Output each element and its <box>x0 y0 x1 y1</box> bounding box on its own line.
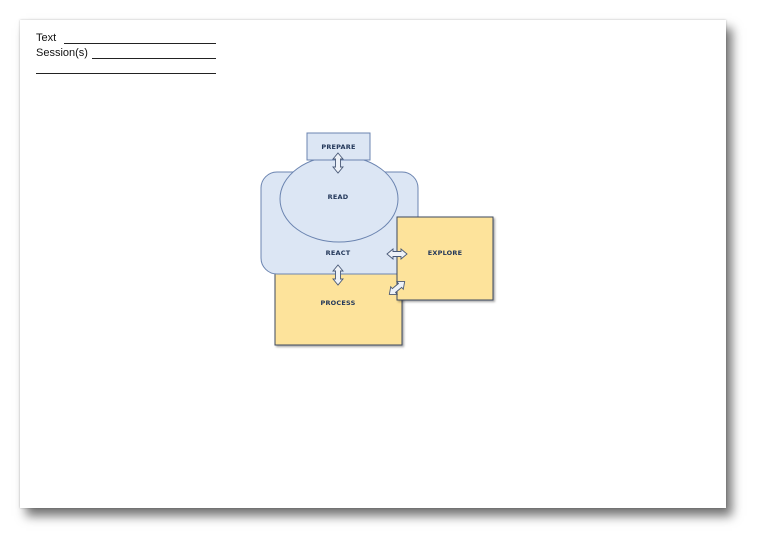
process-label: PROCESS <box>320 299 356 307</box>
text-field-label: Text <box>36 32 57 44</box>
prepare-label: PREPARE <box>321 143 356 151</box>
arrow-prepare-read <box>332 152 344 174</box>
text-field-line[interactable] <box>64 43 216 44</box>
arrow-react-process <box>332 264 344 286</box>
explore-label: EXPLORE <box>427 249 463 257</box>
explore-box <box>396 216 494 301</box>
session-field-label: Session(s) <box>36 47 88 59</box>
reading-process-diagram <box>260 132 494 346</box>
worksheet-page: Text Session(s) <box>20 20 726 508</box>
session-field-line[interactable] <box>92 58 216 59</box>
read-label: READ <box>327 193 349 201</box>
react-label: REACT <box>325 249 351 257</box>
blank-field-line[interactable] <box>36 73 216 74</box>
arrow-process-explore <box>388 281 406 295</box>
arrow-react-explore <box>386 248 408 260</box>
